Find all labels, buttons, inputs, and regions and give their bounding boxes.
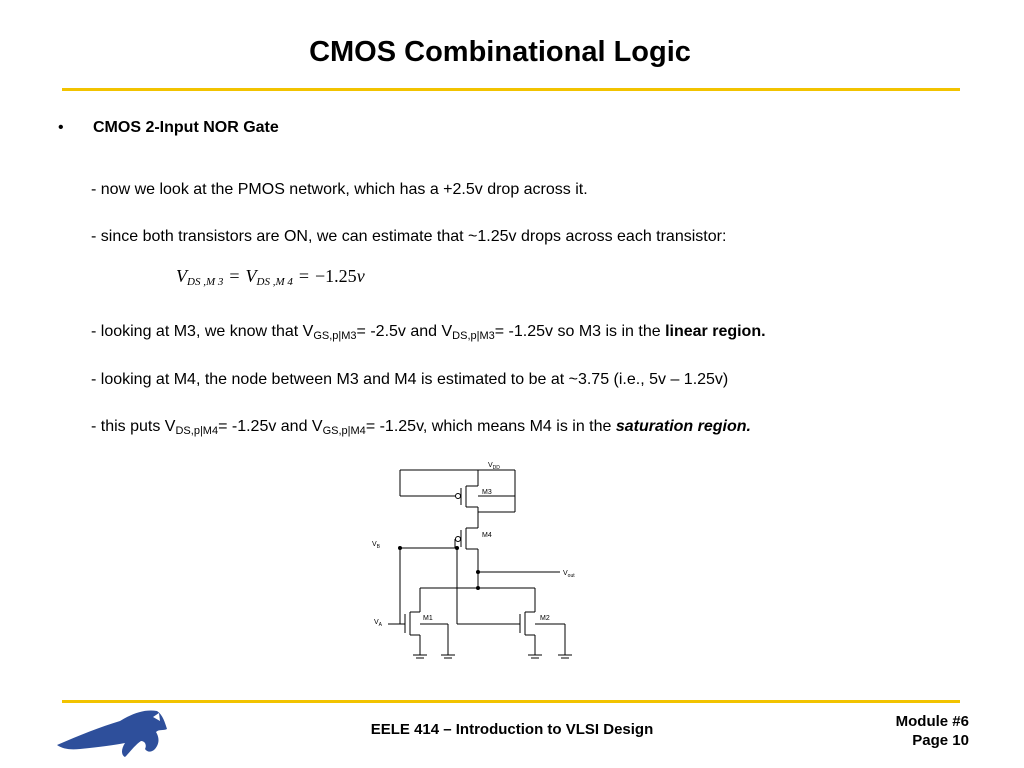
eq-equals-2: = <box>298 266 310 286</box>
eq-var-1: V <box>176 266 187 286</box>
text-line-5-sub-1: DS,p|M4 <box>175 425 219 437</box>
text-line-3-b: = -2.5v and V <box>356 323 453 340</box>
text-line-3-c: = -1.25v so M3 is in the <box>494 323 666 340</box>
eq-equals-1: = <box>229 266 240 286</box>
bullet-marker: • <box>58 119 64 136</box>
nor-gate-schematic: VDD M3 M4 VB Vout VA M1 M2 <box>372 462 575 659</box>
bobcat-logo <box>57 710 167 757</box>
eq-unit: v <box>356 266 365 286</box>
eq-sub-1: DS ,M 3 <box>187 276 224 288</box>
page-number: Page 10 <box>912 732 969 749</box>
m1-label: M1 <box>423 615 433 622</box>
bullet-heading: CMOS 2-Input NOR Gate <box>93 119 279 136</box>
text-line-5-a: - this puts V <box>91 418 176 435</box>
text-line-3: - looking at M3, we know that VGS,p|M3= … <box>91 323 766 342</box>
eq-value: −1.25 <box>315 266 357 286</box>
m3-label: M3 <box>482 489 492 496</box>
text-line-5: - this puts VDS,p|M4= -1.25v and VGS,p|M… <box>91 418 751 437</box>
text-line-5-bold: saturation region. <box>615 418 751 435</box>
vb-label: VB <box>372 541 381 550</box>
slide-title: CMOS Combinational Logic <box>309 36 691 68</box>
bottom-divider <box>62 700 960 703</box>
text-line-5-sub-2: GS,p|M4 <box>322 425 366 437</box>
top-divider <box>62 88 960 91</box>
module-number: Module #6 <box>895 713 969 730</box>
m2-label: M2 <box>540 615 550 622</box>
text-line-1: - now we look at the PMOS network, which… <box>91 181 588 198</box>
text-line-4: - looking at M4, the node between M3 and… <box>91 371 729 388</box>
equation: VDS ,M 3=VDS ,M 4=−1.25v <box>176 266 365 288</box>
text-line-5-b: = -1.25v and V <box>218 418 323 435</box>
eq-var-2: V <box>245 266 257 286</box>
text-line-3-a: - looking at M3, we know that V <box>91 323 314 340</box>
text-line-3-bold: linear region. <box>665 323 766 340</box>
text-line-3-sub-1: GS,p|M3 <box>313 330 357 342</box>
va-label: VA <box>374 619 383 628</box>
page-info: Module #6 Page 10 <box>896 712 969 750</box>
m4-label: M4 <box>482 532 492 539</box>
eq-sub-2: DS ,M 4 <box>256 276 293 288</box>
vout-label: Vout <box>563 570 575 579</box>
course-title: EELE 414 – Introduction to VLSI Design <box>370 721 654 738</box>
text-line-2: - since both transistors are ON, we can … <box>91 228 727 245</box>
text-line-5-c: = -1.25v, which means M4 is in the <box>365 418 616 435</box>
text-line-3-sub-2: DS,p|M3 <box>452 330 495 342</box>
vdd-label: VDD <box>488 462 500 471</box>
